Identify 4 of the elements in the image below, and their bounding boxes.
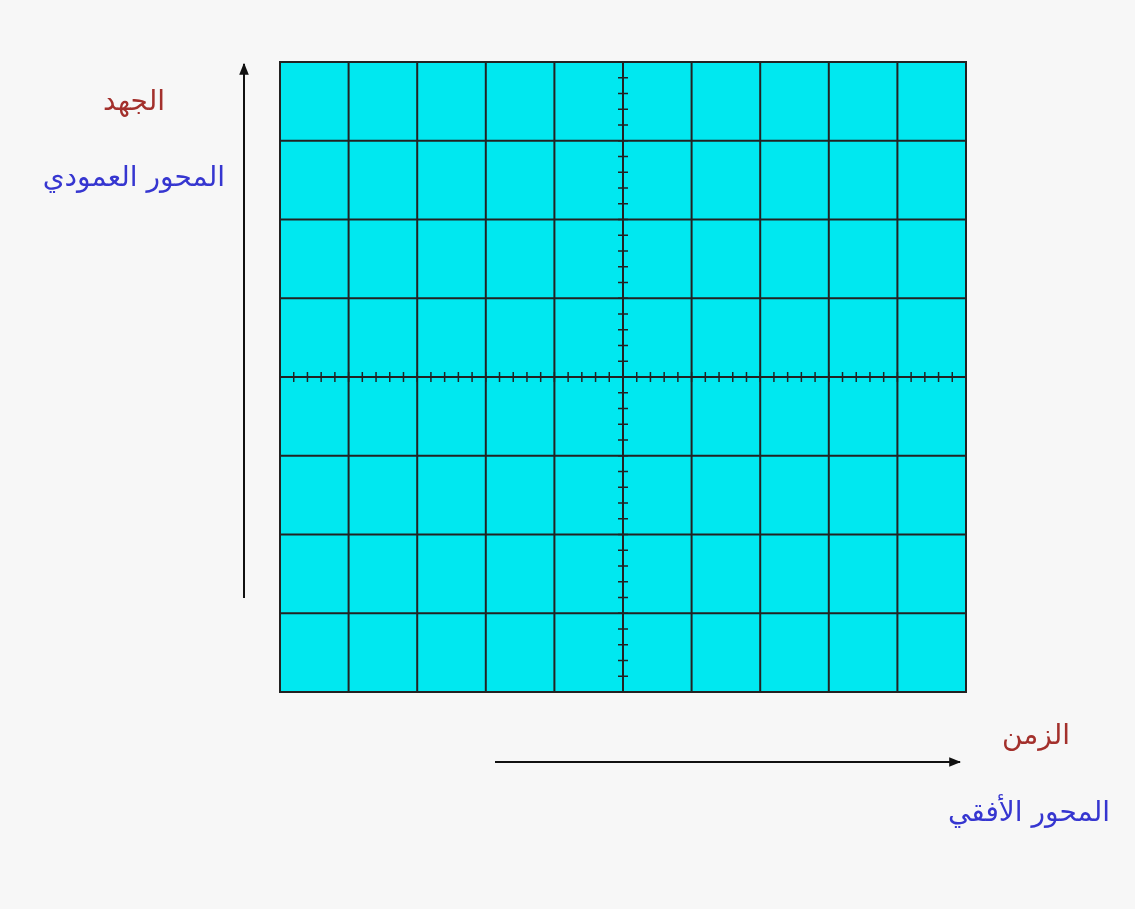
axis-quantity-label: الجهد: [103, 84, 165, 118]
axis-quantity-label: الزمن: [1001, 718, 1070, 752]
axis-label: المحور العمودي: [42, 160, 225, 194]
axis-label: المحور الأفقي: [947, 795, 1110, 829]
